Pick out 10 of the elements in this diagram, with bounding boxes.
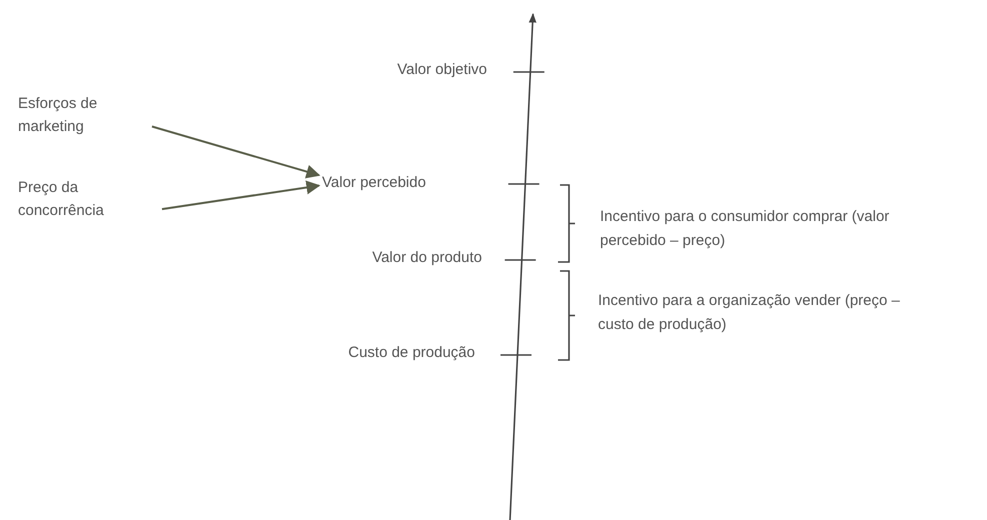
axis-label: Valor objetivo	[397, 60, 487, 80]
annotation-text: Incentivo para a organização vender (preço – custo de produção)	[598, 291, 901, 335]
node-label: Preço da concorrência	[18, 178, 105, 221]
arrow	[152, 126, 320, 178]
node-label: Esforços de marketing	[18, 94, 98, 137]
axis-label: Custo de produção	[348, 343, 475, 363]
arrow	[162, 180, 320, 210]
axis-label: Valor do produto	[372, 248, 482, 268]
node-label: Valor percebido	[322, 173, 426, 193]
annotation-text: Incentivo para o consumidor comprar (valor percebido – preço)	[600, 207, 890, 251]
